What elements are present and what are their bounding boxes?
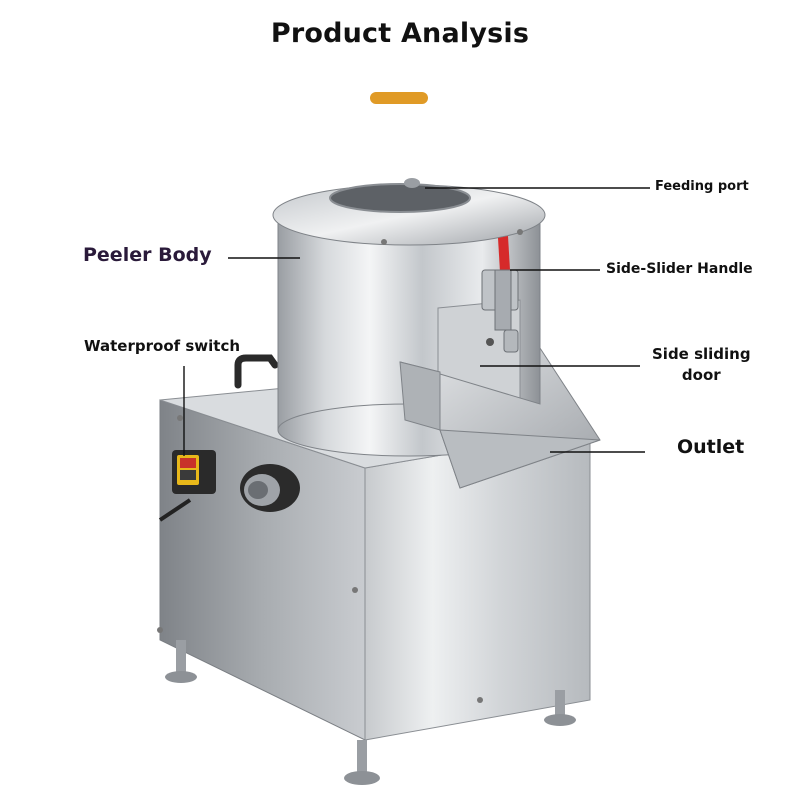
feeding-port-opening [329, 183, 471, 213]
motor-port [240, 464, 300, 512]
label-waterproof-switch: Waterproof switch [84, 337, 241, 355]
machine-feet [165, 640, 576, 785]
waterproof-switch [158, 450, 216, 522]
label-outlet: Outlet [677, 436, 745, 458]
label-peeler-body: Peeler Body [83, 244, 212, 266]
callout-lines [183, 187, 650, 456]
label-side-sliding-door-line2: door [681, 366, 721, 384]
label-feeding-port: Feeding port [655, 179, 749, 194]
page-title: Product Analysis [270, 18, 530, 49]
title-accent-bar [370, 92, 428, 104]
label-side-sliding-door: Side sliding door [652, 344, 751, 386]
side-slider-handle [481, 236, 519, 353]
label-side-slider-handle: Side-Slider Handle [606, 261, 753, 277]
label-side-sliding-door-line1: Side sliding [652, 345, 751, 363]
side-handle-bar [234, 354, 279, 389]
